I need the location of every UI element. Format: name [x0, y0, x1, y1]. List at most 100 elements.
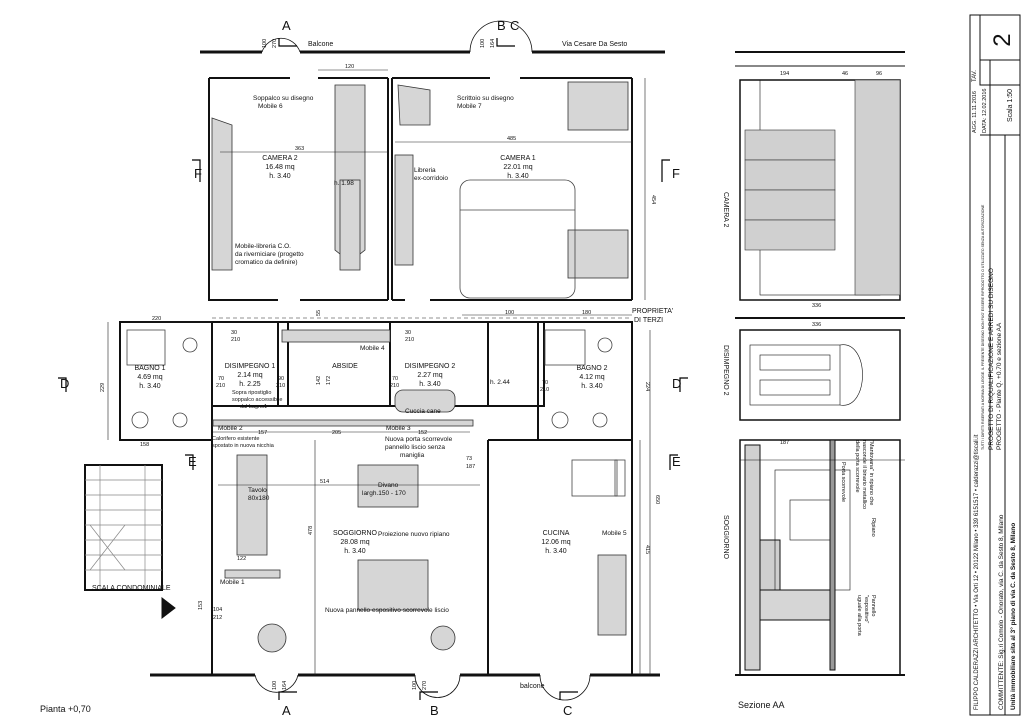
stair-label: SCALA CONDOMINIALE — [92, 585, 171, 592]
section-marker-e-right: E — [672, 454, 681, 469]
proprieta-label-1: PROPRIETA' — [632, 308, 673, 315]
section-pannello-1: Pannello — [870, 595, 876, 616]
page-label: Pianta +0,70 — [40, 704, 91, 714]
disimpegno1-area: 2.14 mq — [237, 372, 262, 379]
dimension-lines — [107, 69, 651, 675]
dim-122: 122 — [237, 556, 246, 562]
committente-line: COMMITTENTE: Sig.ri Comolo - Onorato, vi… — [998, 514, 1005, 710]
section-marker-d-right: D — [672, 376, 681, 391]
section-cut-lines — [58, 38, 688, 700]
bathroom-fixtures — [126, 329, 613, 429]
calorifero-note-1: Calorifero esistente — [212, 436, 259, 442]
dim-153: 153 — [198, 601, 204, 610]
section-marker-c-bottom: C — [563, 703, 572, 718]
porta-note-1: Nuova porta scorrevole — [385, 436, 453, 443]
cucina-area: 12.06 mq — [541, 539, 570, 546]
section-dim-336a: 336 — [812, 303, 821, 309]
bagno1-height: h. 3.40 — [139, 383, 161, 390]
ripostiglio-note-2: soppalco accessibile — [232, 397, 282, 403]
dim-100d: 100 — [272, 681, 278, 690]
cucina-name: CUCINA — [543, 530, 570, 537]
section-camera2: CAMERA 2 — [722, 192, 729, 228]
dim-650: 650 — [654, 495, 660, 504]
dim-415: 415 — [644, 545, 650, 554]
balcone-top-label: Balcone — [308, 41, 333, 48]
dim-210b: 210 — [405, 337, 414, 343]
dim-270a: 270 — [272, 39, 278, 48]
dim-229: 229 — [100, 383, 106, 392]
disimpegno2-height: h. 3.40 — [419, 381, 441, 388]
dim-104: 104 — [213, 607, 222, 613]
section-note-mantovana-2: nasconde il binario metallico — [861, 440, 867, 509]
section-marker-c-top: C — [510, 18, 519, 33]
kitchen-table — [571, 459, 626, 497]
dim-210c: 210 — [216, 383, 225, 389]
staircase — [85, 465, 162, 590]
section-marker-b-bottom: B — [430, 703, 439, 718]
windows — [254, 20, 591, 701]
dim-164d: 164 — [282, 681, 288, 690]
mobile2-label: Mobile 2 — [218, 425, 243, 432]
section-marker-b-top: B — [497, 18, 506, 33]
bagno1-name: BAGNO 1 — [134, 365, 165, 372]
dim-212: 212 — [213, 615, 222, 621]
tavolo-note-1: Tavolo — [248, 487, 267, 494]
dim-172: 172 — [326, 376, 332, 385]
architect-line: FILIPPO CALDERAZZI ARCHITETTO • Via Orti… — [974, 434, 980, 710]
dim-210e: 210 — [390, 383, 399, 389]
dim-210a: 210 — [231, 337, 240, 343]
section-marker-a-top: A — [282, 18, 291, 33]
dim-30a: 30 — [231, 330, 237, 336]
dim-152: 152 — [418, 430, 427, 436]
h244-note: h. 2.44 — [490, 379, 510, 386]
dim-478: 478 — [308, 526, 314, 535]
dim-164b: 164 — [490, 39, 496, 48]
porta-note-2: pannello liscio senza — [385, 444, 445, 451]
mobile5-label: Mobile 5 — [602, 530, 627, 537]
disimpegno1-name: DISIMPEGNO 1 — [225, 363, 276, 370]
mobile4-label: Mobile 4 — [360, 345, 385, 352]
porta-note-3: maniglia — [400, 452, 425, 459]
soggiorno-name: SOGGIORNO — [333, 530, 378, 537]
progetto-line: PROGETTO - Piante Q. +0.70 e sezione AA — [996, 322, 1003, 450]
furniture — [211, 81, 629, 653]
dim-70b: 70 — [392, 376, 398, 382]
section-marker-e-left: E — [188, 454, 197, 469]
mobile-libreria-note-3: cromatico da definire) — [235, 259, 298, 266]
title-block — [969, 14, 1021, 716]
pannello-note: Nuova pannello espositivo scorrevole lis… — [325, 607, 449, 614]
camera2-area: 16.48 mq — [265, 164, 294, 171]
date-agg: AGG. 11.11.2016 — [972, 91, 978, 133]
ripiano-note: Proiezione nuovo ripiano — [378, 531, 450, 538]
camera2-name: CAMERA 2 — [262, 155, 298, 162]
abside-name: ABSIDE — [332, 363, 358, 370]
ripostiglio-note-1: Sopra ripostiglio — [232, 390, 271, 396]
interior-walls — [84, 77, 633, 675]
camera2-height: h. 3.40 — [269, 173, 291, 180]
cuccia-note: Cuccia cane — [405, 408, 441, 415]
camera1-area: 22.01 mq — [503, 164, 532, 171]
dim-454: 454 — [650, 195, 656, 204]
section-note-mantovana-3: della porta scorrevole — [854, 440, 860, 493]
dim-205: 205 — [332, 430, 341, 436]
bed — [459, 179, 576, 299]
section-pannello-3: uguale alla porta — [856, 595, 862, 637]
unita-line: Unità immobiliare sita al 3° piano di vi… — [1009, 523, 1017, 710]
street-label: Via Cesare Da Sesto — [562, 41, 627, 48]
section-pannello-2: "espositivo" — [863, 595, 869, 623]
mobile-libreria-note-1: Mobile-libreria C.O. — [235, 243, 291, 250]
mobile3-label: Mobile 3 — [386, 425, 411, 432]
dim-30b: 30 — [405, 330, 411, 336]
dim-70a: 70 — [218, 376, 224, 382]
scrittoio-note-1: Scrittoio su disegno — [457, 95, 514, 102]
section-marker-f-right: F — [672, 166, 680, 181]
tav-label: TAV. — [972, 70, 978, 82]
camera1-height: h. 3.40 — [507, 173, 529, 180]
disimpegno1-height: h. 2.25 — [239, 381, 261, 388]
dim-158: 158 — [140, 442, 149, 448]
divano-note-1: Divano — [378, 482, 399, 489]
exterior-walls — [150, 50, 665, 677]
section-label: Sezione AA — [738, 700, 785, 710]
proprieta-label-2: DI TERZI — [634, 317, 663, 324]
section-marker-a-bottom: A — [282, 703, 291, 718]
